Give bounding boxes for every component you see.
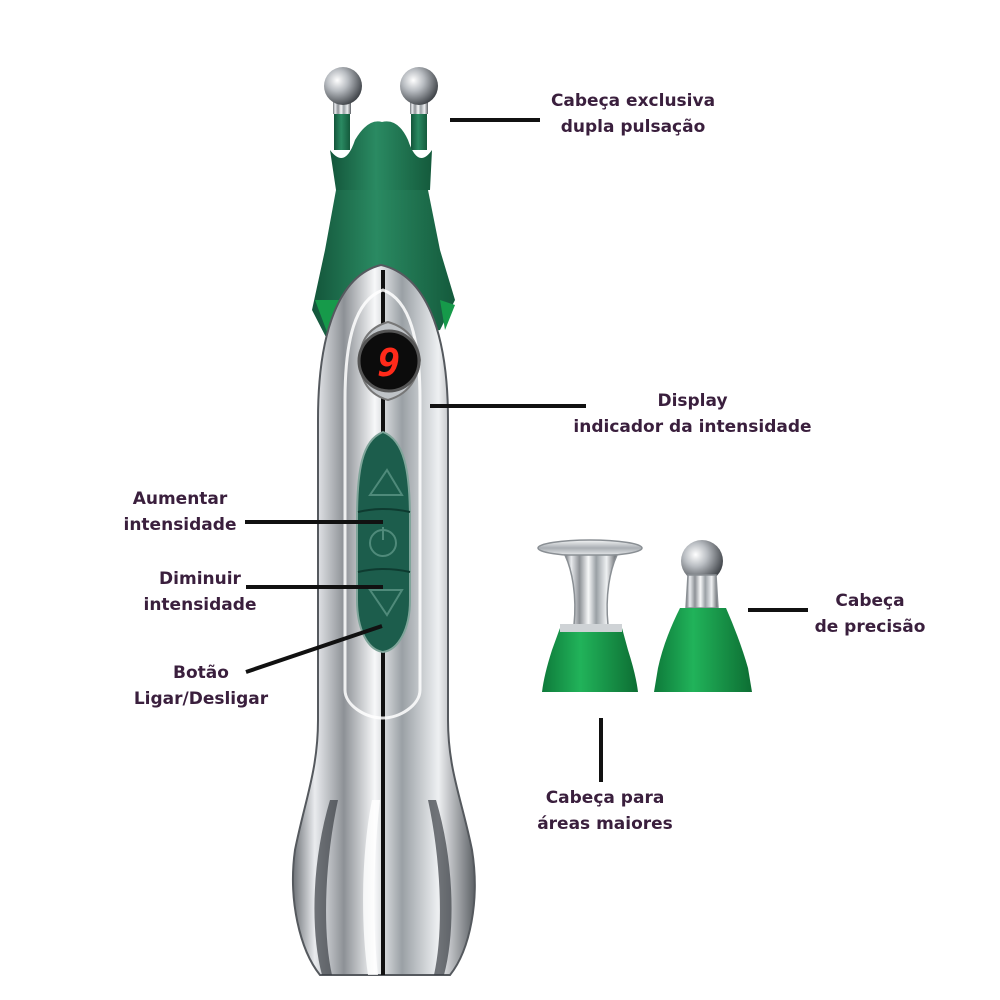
label-display-line2: indicador da intensidade (573, 417, 812, 437)
label-increase: Aumentar intensidade (118, 486, 242, 538)
label-power-line2: Ligar/Desligar (133, 689, 269, 709)
left-ball-icon (324, 67, 362, 105)
label-precision-head: Cabeça de precisão (810, 588, 930, 640)
button-panel (356, 430, 411, 654)
label-decrease: Diminuir intensidade (140, 566, 260, 618)
increase-button[interactable] (368, 468, 404, 496)
massage-pen: 9 (292, 67, 476, 976)
label-decrease-line2: intensidade (143, 595, 257, 615)
display-digit: 9 (378, 341, 401, 385)
large-area-head (537, 539, 643, 692)
label-large-area-head-line1: Cabeça para (545, 788, 665, 808)
precision-head (654, 540, 752, 692)
label-large-area-head-line2: áreas maiores (537, 814, 673, 834)
label-display: Display indicador da intensidade (570, 388, 815, 440)
label-power: Botão Ligar/Desligar (126, 660, 276, 712)
triangle-down-icon (368, 589, 404, 617)
label-increase-line2: intensidade (123, 515, 237, 535)
label-display-line1: Display (657, 391, 728, 411)
leader-line-power (245, 624, 383, 674)
label-large-area-head: Cabeça para áreas maiores (530, 785, 680, 837)
label-decrease-line1: Diminuir (159, 569, 241, 589)
label-dual-head: Cabeça exclusiva dupla pulsação (548, 88, 718, 140)
right-ball-icon (400, 67, 438, 105)
label-dual-head-line2: dupla pulsação (560, 117, 706, 137)
label-power-line1: Botão (173, 663, 229, 683)
label-precision-head-line1: Cabeça (835, 591, 905, 611)
label-dual-head-line1: Cabeça exclusiva (550, 91, 716, 111)
decrease-button[interactable] (368, 589, 404, 617)
label-precision-head-line2: de precisão (814, 617, 926, 637)
power-button[interactable] (369, 527, 397, 557)
intensity-display: 9 (357, 320, 422, 402)
label-increase-line1: Aumentar (132, 489, 228, 509)
triangle-up-icon (368, 468, 404, 496)
leader-lines (245, 118, 808, 782)
